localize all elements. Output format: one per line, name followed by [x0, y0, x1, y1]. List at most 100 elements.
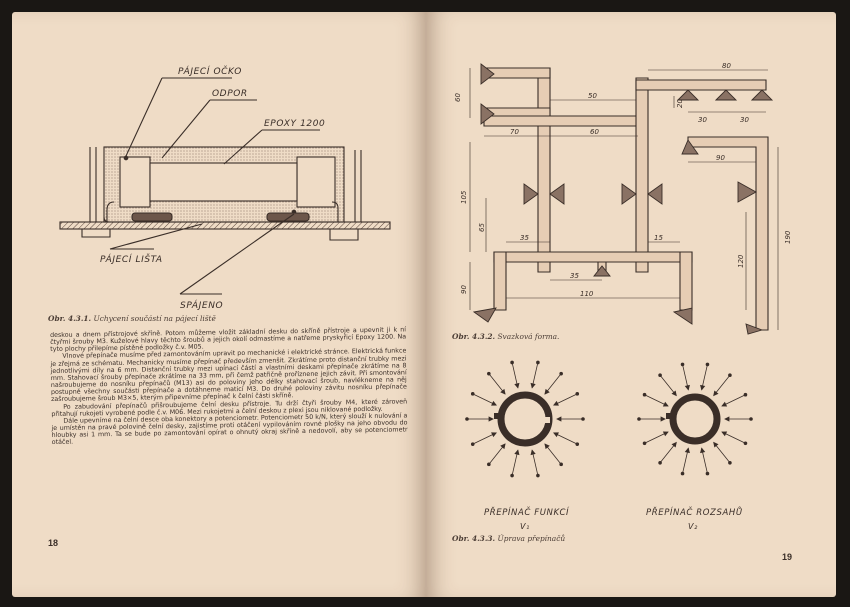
arrow-head: [721, 401, 728, 407]
arrow-tail-dot: [510, 360, 514, 365]
arrow-tail-dot: [487, 371, 491, 376]
caption-text: Svazková forma.: [497, 332, 560, 341]
arrow-tail-dot: [470, 442, 475, 446]
page-number-right: 19: [782, 552, 793, 562]
arrow-head: [721, 431, 728, 437]
label-pajeci-lista: PÁJECÍ LIŠTA: [100, 253, 163, 265]
dimension-label: 15: [654, 234, 663, 242]
arrow-head: [530, 382, 536, 389]
arrow-tail-dot: [559, 462, 563, 467]
arrow-head: [671, 441, 677, 448]
arrow-tail-dot: [536, 360, 540, 365]
arrow-head: [491, 432, 497, 438]
dimension-label: 70: [510, 128, 519, 136]
arrow-head: [544, 443, 550, 450]
arrow-tail-dot: [581, 417, 585, 421]
arrow-tail-dot: [575, 442, 580, 446]
arrow-tail-dot: [743, 392, 748, 397]
arrow-tail-dot: [743, 441, 748, 446]
dimension-label: 90: [460, 285, 468, 294]
arrow-head: [684, 447, 690, 454]
arrow-head: [500, 443, 506, 450]
arrow-tail-dot: [705, 362, 710, 367]
component-mounting-figure: PÁJECÍ OČKO ODPOR EPOXY 1200 PÁJECÍ LIŠT…: [59, 65, 391, 311]
arrow-tail-dot: [510, 473, 514, 478]
dimension-label: 80: [722, 62, 731, 70]
arrow-tail-dot: [575, 392, 580, 396]
dimension-label: 35: [570, 272, 579, 280]
arrow-head: [553, 400, 559, 406]
arrow-head: [700, 447, 706, 454]
dimension-label: 110: [580, 290, 594, 298]
label-odpor: ODPOR: [212, 89, 248, 99]
dimension-label: 35: [520, 234, 529, 242]
dimension-label: 60: [454, 93, 462, 102]
arrow-head: [500, 388, 506, 395]
arrow-head: [491, 400, 497, 406]
dimension-label: 30: [740, 116, 749, 124]
page-number-left: 18: [48, 538, 59, 548]
caption-text: Uchycení součástí na pájecí liště: [93, 314, 216, 323]
arrow-head: [662, 431, 669, 437]
dimension-label: 20: [676, 99, 684, 108]
arrow-head: [514, 449, 520, 456]
arrow-head: [713, 441, 719, 448]
figure-caption-4-3-3: Obr. 4.3.3. Úprava přepínačů: [452, 534, 565, 543]
caption-number: Obr. 4.3.3.: [452, 534, 496, 543]
arrow-tail-dot: [728, 460, 732, 465]
arrow-head: [544, 388, 550, 395]
arrow-tail-dot: [465, 417, 469, 421]
arrow-tail-dot: [559, 371, 563, 376]
switch2-sub: V₂: [688, 522, 698, 531]
dimension-label: 90: [716, 154, 725, 162]
switch-functions-drawing: [494, 391, 553, 447]
arrow-head: [724, 416, 730, 422]
arrow-head: [671, 390, 677, 397]
arrow-head: [488, 416, 494, 422]
caption-text: Úprava přepínačů: [497, 534, 566, 543]
arrow-tail-dot: [658, 460, 662, 465]
switch1-sub: V₁: [520, 522, 530, 531]
switch-ranges-drawing: [666, 393, 721, 445]
left-page: PÁJECÍ OČKO ODPOR EPOXY 1200 PÁJECÍ LIŠT…: [12, 12, 426, 597]
figure-caption-4-3-1: Obr. 4.3.1. Uchycení součástí na pájecí …: [48, 314, 216, 323]
arrow-tail-dot: [680, 471, 685, 476]
paragraph: Dále upevníme na čelní desce oba konekto…: [51, 412, 408, 447]
arrow-tail-dot: [642, 392, 647, 397]
arrow-tail-dot: [749, 417, 753, 421]
arrow-tail-dot: [705, 471, 710, 476]
paragraph: Vlnové přepínače musíme před zamontování…: [50, 347, 407, 404]
caption-number: Obr. 4.3.2.: [452, 332, 496, 341]
label-epoxy: EPOXY 1200: [264, 119, 325, 129]
dimension-label: 120: [737, 254, 745, 268]
label-pajeci-ocko: PÁJECÍ OČKO: [178, 65, 242, 77]
dimension-label: 65: [478, 223, 486, 232]
switch-modification-figure: PŘEPÍNAČ FUNKCÍ V₁ PŘEPÍNAČ ROZSAHŮ V₂: [465, 360, 753, 531]
arrow-tail-dot: [487, 462, 491, 467]
body-text: deskou a dnem přístrojové skříně. Potom …: [50, 326, 408, 446]
dimension-label: 50: [588, 92, 597, 100]
arrow-head: [662, 401, 669, 407]
dimension-label: 190: [784, 230, 792, 244]
dimension-label: 30: [698, 116, 707, 124]
dimension-label: 60: [590, 128, 599, 136]
arrow-head: [700, 384, 706, 391]
arrow-tail-dot: [536, 473, 540, 478]
cable-harness-figure: 80 60 50 20 30 30 70 60 90 105 65 120 19…: [454, 62, 792, 335]
arrow-head: [556, 416, 562, 422]
arrow-tail-dot: [642, 441, 647, 446]
label-spajeno: SPÁJENO: [180, 299, 223, 311]
figure-caption-4-3-2: Obr. 4.3.2. Svazková forma.: [452, 332, 559, 341]
switch2-label: PŘEPÍNAČ ROZSAHŮ: [646, 506, 743, 518]
arrow-tail-dot: [680, 362, 685, 367]
right-page: 80 60 50 20 30 30 70 60 90 105 65 120 19…: [426, 12, 836, 597]
caption-number: Obr. 4.3.1.: [48, 314, 92, 323]
arrow-tail-dot: [728, 373, 732, 378]
arrow-tail-dot: [637, 417, 641, 421]
arrow-head: [514, 382, 520, 389]
switch1-label: PŘEPÍNAČ FUNKCÍ: [484, 506, 570, 518]
arrow-head: [660, 416, 666, 422]
dimension-label: 105: [460, 190, 468, 204]
arrow-head: [553, 432, 559, 438]
arrow-tail-dot: [658, 373, 662, 378]
